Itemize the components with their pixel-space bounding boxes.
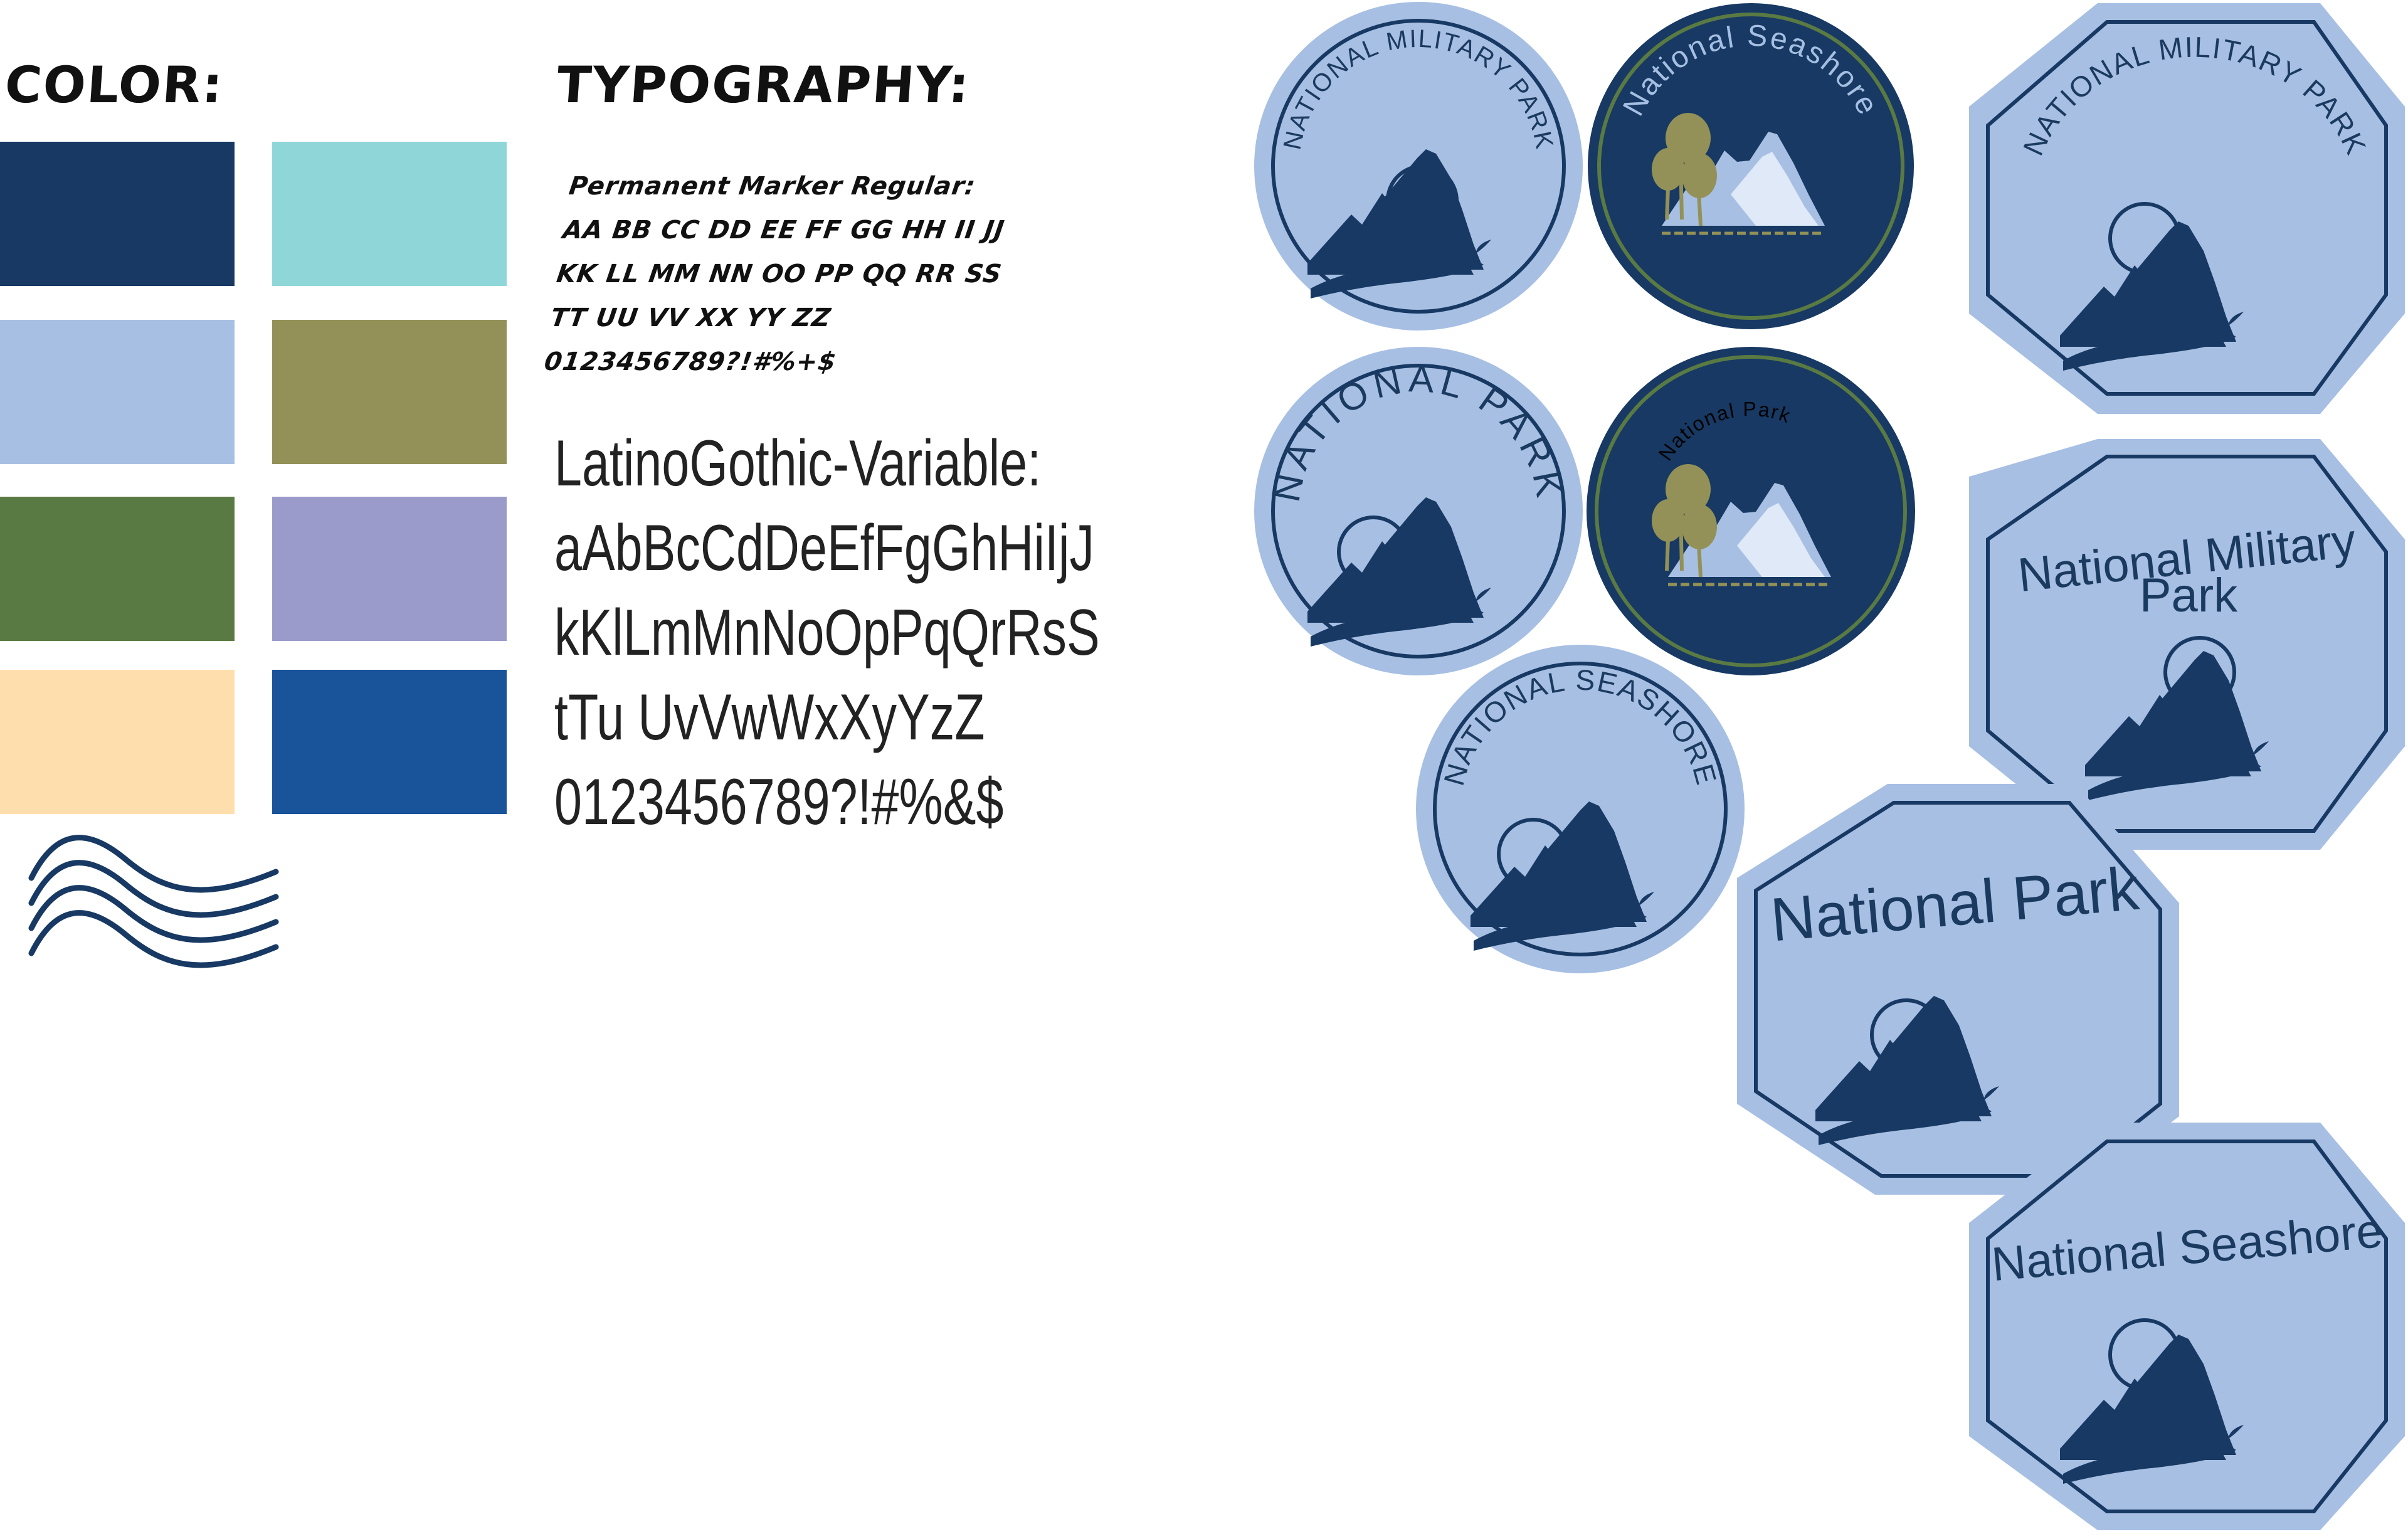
swatch-light-blue (0, 320, 235, 464)
swatch-aqua (272, 142, 507, 286)
badge-circle-park: NATIONAL PARK (1254, 347, 1583, 675)
badge-circle-park-dark: National Park (1587, 347, 1915, 675)
gothic-line-1: aAbBcCdDeEfFgGhHiIjJ (554, 512, 1094, 584)
badge-hex-seashore: National Seashore (1969, 1123, 2405, 1530)
badge-circle-seashore: NATIONAL SEASHORE (1416, 645, 1745, 973)
swatch-navy (0, 142, 235, 286)
gothic-font-name: LatinoGothic-Variable: (554, 427, 1042, 500)
swatch-royal-blue (272, 670, 507, 814)
postmark-wave-icon (28, 835, 279, 968)
swatch-lavender (272, 497, 507, 641)
badge-circle-seashore-dark: National Seashore (1588, 3, 1914, 329)
gothic-line-2: kKlLmMnNoOpPqQrRsS (554, 596, 1100, 669)
badge-text: Park (2140, 569, 2238, 622)
gothic-line-4: 0123456789?!#%&$ (554, 766, 1004, 838)
swatch-olive (272, 320, 507, 464)
badge-hex-park: National Park (1737, 784, 2179, 1195)
badge-hex-military-park: NATIONAL MILITARY PARK (1969, 3, 2405, 414)
badge-hex-military-park-2: National Military Park (1969, 439, 2405, 850)
gothic-line-3: tTu UvVwWxXyYzZ (554, 681, 985, 754)
gothic-font-sample: LatinoGothic-Variable: aAbBcCdDeEfFgGhHi… (554, 421, 1181, 845)
swatch-green (0, 497, 235, 641)
badge-circle-military-park: NATIONAL MILITARY PARK (1254, 2, 1583, 331)
swatch-peach (0, 670, 235, 814)
